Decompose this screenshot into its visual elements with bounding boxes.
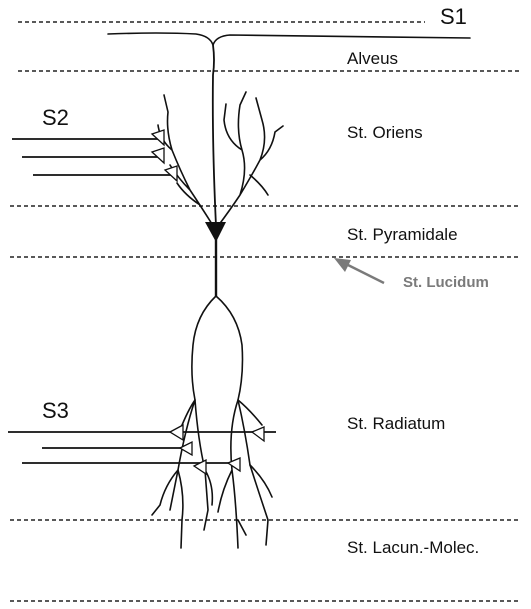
s2-synapse-1 [152, 130, 164, 145]
layer-boundaries [10, 22, 520, 601]
neuron-axon [213, 45, 216, 226]
apical-branch-right [216, 296, 268, 520]
layer-label-oriens: St. Oriens [347, 123, 423, 142]
s2-synapse-3 [165, 166, 177, 181]
s1-axon-line [108, 33, 470, 45]
stimulus-label-s2: S2 [42, 105, 69, 130]
s3-synapse-5 [228, 458, 240, 471]
s2-synapse-2 [152, 148, 164, 163]
s3-synapse-2 [252, 427, 264, 441]
layer-label-pyramidale: St. Pyramidale [347, 225, 458, 244]
lucidum-arrow-shaft [344, 263, 384, 283]
s1-fiber [108, 33, 470, 45]
stimulus-labels: S1 S2 S3 [42, 4, 467, 423]
pyramidal-neuron [152, 45, 283, 548]
lucidum-arrow-head [334, 258, 351, 272]
s3-synapse-1 [170, 425, 183, 440]
lucidum-label: St. Lucidum [403, 274, 489, 291]
lucidum-annotation: St. Lucidum [334, 258, 489, 291]
radiatum-branches [152, 400, 272, 548]
layer-labels: Alveus St. Oriens St. Pyramidale St. Rad… [347, 49, 479, 557]
layer-label-radiatum: St. Radiatum [347, 414, 445, 433]
s2-afferents [12, 130, 177, 181]
stimulus-label-s1: S1 [440, 4, 467, 29]
s3-afferents [8, 425, 276, 474]
layer-label-lacunosum-moleculare: St. Lacun.-Molec. [347, 538, 479, 557]
stimulus-label-s3: S3 [42, 398, 69, 423]
layer-label-alveus: Alveus [347, 49, 398, 68]
